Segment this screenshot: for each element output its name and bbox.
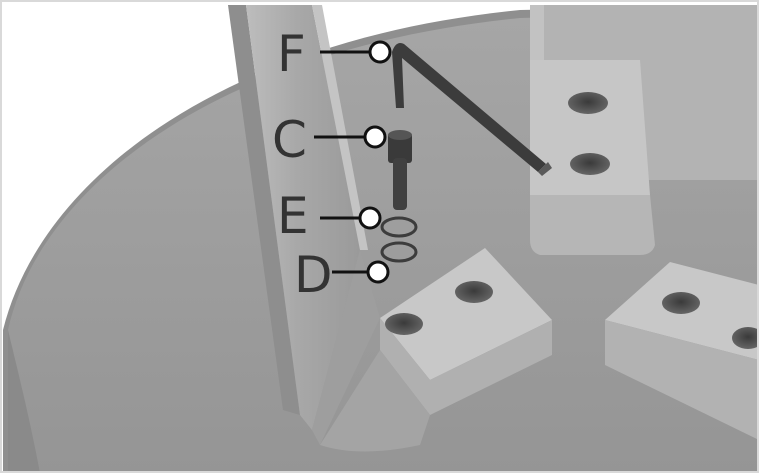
callout-label-D: D <box>294 246 333 304</box>
upper-washer <box>380 216 418 238</box>
callout-E: E <box>277 187 382 245</box>
lower-washer <box>380 241 418 263</box>
lower-mounting-block <box>312 248 552 452</box>
mounting-hole <box>455 281 493 303</box>
callout-F: F <box>277 25 392 83</box>
mounting-hole <box>568 92 608 114</box>
socket-cap-screw <box>388 130 412 210</box>
mounting-hole <box>732 327 759 349</box>
right-mounting-block <box>605 262 759 440</box>
callout-label-C: C <box>272 111 307 169</box>
mounting-hole <box>570 153 610 175</box>
callout-marker <box>368 40 392 64</box>
mounting-hole <box>662 292 700 314</box>
callout-C: C <box>272 111 387 169</box>
callout-marker <box>358 206 382 230</box>
upper-mounting-block <box>530 60 655 255</box>
hex-key <box>392 43 552 176</box>
callout-label-E: E <box>277 187 309 245</box>
callout-label-F: F <box>277 25 306 83</box>
callout-marker <box>363 125 387 149</box>
callout-marker <box>366 260 390 284</box>
vertical-post <box>228 5 368 430</box>
mounting-hole <box>385 313 423 335</box>
callout-D: D <box>294 246 390 304</box>
